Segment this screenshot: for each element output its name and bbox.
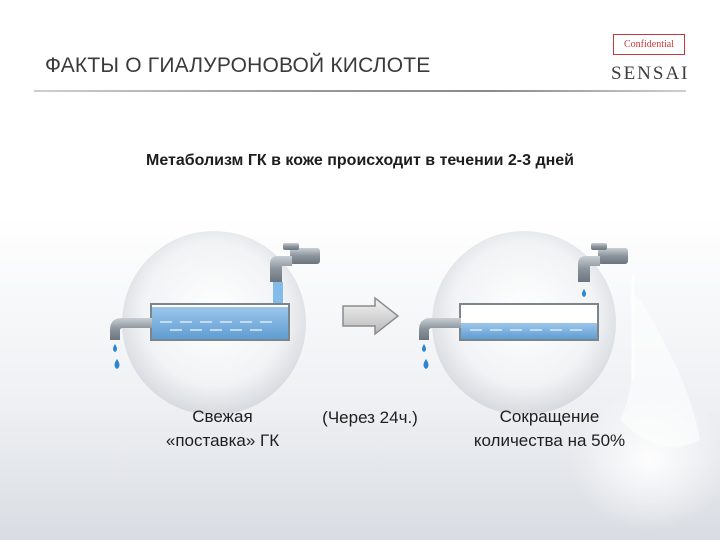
water-drop-icon [422,344,426,352]
water-drop-icon [113,344,117,352]
water-drop-icon [424,359,429,369]
arrow-right-icon [343,298,398,334]
caption-fresh-supply: Свежая «поставка» ГК [150,405,295,453]
faucet-icon [270,243,320,282]
tank-water-half [461,323,597,339]
caption-line: количества на 50% [452,429,647,453]
water-drop-icon [115,359,120,369]
reduced-tank-scene [419,231,628,415]
caption-time: (Через 24ч.) [305,406,435,430]
tank-water-full [152,307,288,339]
caption-reduction: Сокращение количества на 50% [452,405,647,453]
fresh-supply-tank-scene [110,231,320,415]
caption-line: «поставка» ГК [150,429,295,453]
caption-line: Свежая [150,405,295,429]
caption-line: Сокращение [452,405,647,429]
